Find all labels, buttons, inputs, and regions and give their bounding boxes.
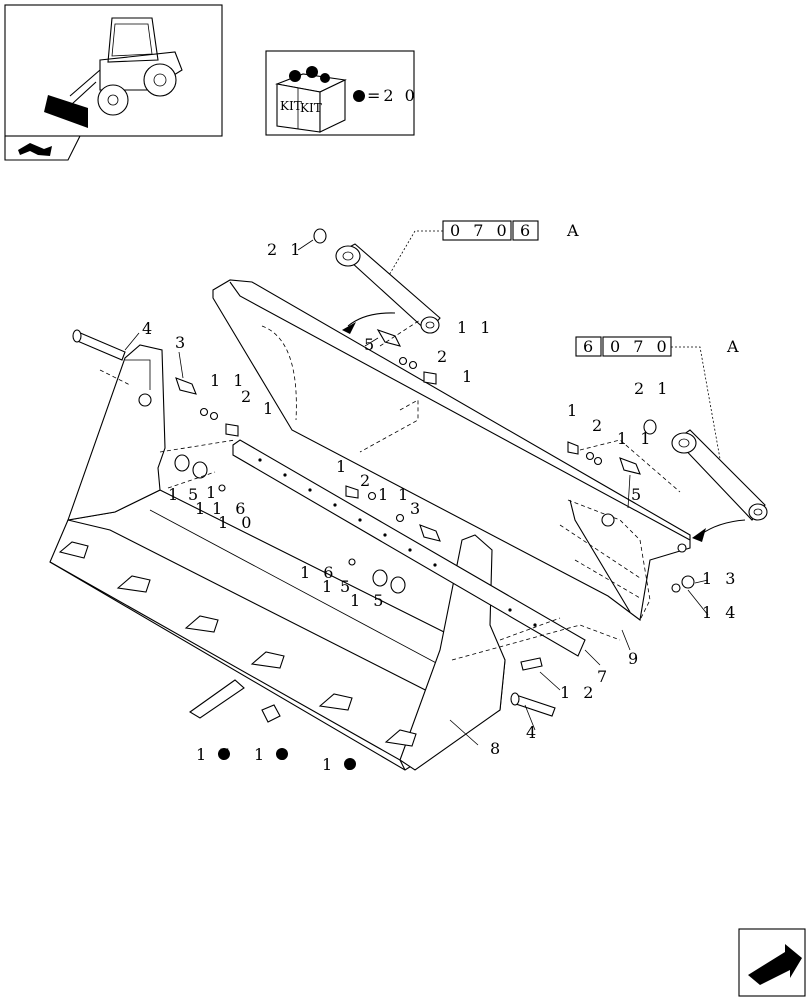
callout-6: 5 [340, 577, 354, 596]
callout-11: 1 1 [457, 318, 494, 337]
kit-item-19-bullet [344, 758, 356, 770]
navigate-icon [18, 143, 52, 156]
callout-4: 4 [526, 723, 540, 742]
callout-2: 2 [241, 387, 255, 406]
callout-10: 1 0 [218, 513, 255, 532]
callout-7: 7 [597, 667, 611, 686]
callout-15: 1 5 [350, 591, 387, 610]
callout-labels: 2 1 1 1 5 2 1 4 3 1 1 2 1 2 1 1 2 1 1 5 … [142, 240, 739, 774]
reference-1-code: 0 7 0 [450, 221, 511, 240]
reference-2-code: 6 [583, 337, 597, 356]
reference-2-suffix: A [726, 337, 743, 356]
callout-4: 4 [142, 319, 156, 338]
loader-thumbnail[interactable] [4, 4, 223, 161]
arrow-upper [342, 312, 396, 334]
kit-quantity: =2 0 [367, 86, 418, 105]
callout-1: 1 [336, 457, 350, 476]
kit-legend-panel: KIT KIT =2 0 [265, 50, 418, 136]
wear-strip [232, 439, 586, 657]
callout-2: 2 [437, 347, 451, 366]
callout-21: 2 1 [634, 379, 671, 398]
callout-17: 1 7 [196, 745, 233, 764]
callout-12: 1 2 [560, 683, 597, 702]
callout-1: 1 [398, 485, 412, 504]
reference-2-sub: 0 7 0 [610, 337, 671, 356]
callout-2: 2 [360, 471, 374, 490]
reference-1-sub: 6 [520, 221, 534, 240]
kit-item-17-bullet [218, 748, 230, 760]
cylinder-upper [335, 243, 441, 334]
callout-5: 5 [364, 335, 378, 354]
callout-14: 1 4 [702, 603, 739, 622]
callout-1: 1 [378, 485, 392, 504]
callout-11: 1 1 [617, 429, 654, 448]
callout-1: 1 [322, 577, 336, 596]
callout-19: 1 9 [322, 755, 359, 774]
cylinder-lower [671, 429, 768, 521]
callout-13: 1 3 [702, 569, 739, 588]
next-page-button[interactable] [738, 928, 806, 997]
callout-1: 1 [195, 499, 209, 518]
tooth-pin [261, 704, 281, 723]
loader-icon [44, 17, 183, 128]
callout-5: 5 [188, 485, 202, 504]
pin-lower-right [510, 692, 556, 717]
callout-3: 3 [410, 499, 424, 518]
callout-18: 1 8 [254, 745, 291, 764]
kit-item-18-bullet [276, 748, 288, 760]
callout-1: 1 [168, 485, 182, 504]
kit-word-2: KIT [300, 101, 322, 115]
kit-bullet-icon [353, 90, 365, 102]
callout-3: 3 [175, 333, 189, 352]
bucket-teeth [58, 541, 417, 747]
arrow-lower [692, 519, 746, 542]
kit-box-icon: KIT KIT [274, 66, 347, 133]
callout-1: 1 [567, 401, 581, 420]
callout-1: 1 [462, 367, 476, 386]
leader-lines [124, 239, 709, 746]
next-arrow-icon [748, 944, 802, 985]
callout-8: 8 [490, 739, 504, 758]
reference-box-1[interactable]: 0 7 0 6 A [384, 220, 583, 283]
callout-5: 5 [631, 485, 645, 504]
tooth-adapter [188, 679, 245, 719]
callout-1: 1 [263, 399, 277, 418]
hardware-parts [174, 228, 695, 671]
callout-6: 1 6 [212, 499, 249, 518]
left-side-plate [67, 344, 166, 521]
callout-21: 2 1 [267, 240, 304, 259]
callout-2: 2 [592, 416, 606, 435]
callout-1: 1 [206, 483, 220, 502]
reference-1-suffix: A [566, 221, 583, 240]
kit-word-1: KIT [280, 99, 302, 113]
alignment-guides [99, 319, 681, 661]
bucket-upper-body [212, 279, 691, 621]
callout-16: 1 6 [300, 563, 337, 582]
callout-9: 9 [628, 649, 642, 668]
callout-11: 1 1 [210, 371, 247, 390]
pin-upper-left [72, 329, 126, 361]
reference-box-2[interactable]: 6 0 7 0 A [575, 336, 743, 471]
